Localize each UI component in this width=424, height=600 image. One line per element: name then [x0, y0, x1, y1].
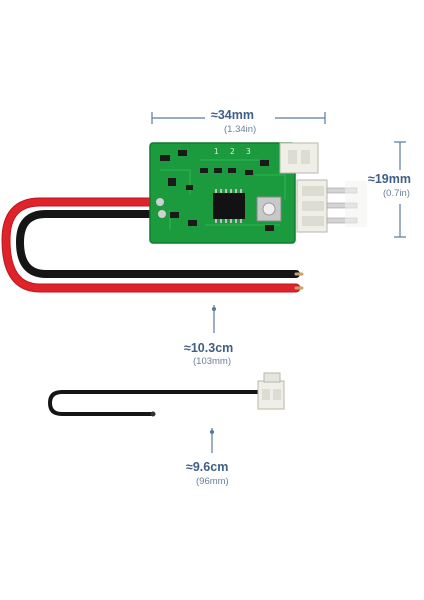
silkscreen-digit-1: 1	[214, 147, 219, 156]
fan-connector-socket	[296, 179, 367, 233]
ic-chip	[213, 193, 245, 219]
board-height-label: ≈19mm	[368, 172, 411, 186]
probe-cable	[47, 390, 264, 417]
silkscreen-digit-3: 3	[246, 147, 251, 156]
board-height-sublabel: (0.7in)	[383, 188, 410, 199]
power-cable-length-sublabel: (103mm)	[193, 356, 232, 367]
probe-connector-socket	[279, 142, 319, 174]
probe-cable-length-label: ≈9.6cm	[186, 460, 229, 474]
board-width-sublabel: (1.34in)	[224, 124, 257, 135]
power-cable-length-label: ≈10.3cm	[184, 341, 234, 355]
board-width-label: ≈34mm	[211, 108, 254, 122]
silkscreen-digit-2: 2	[230, 147, 235, 156]
power-cable	[1, 197, 304, 293]
probe-plug	[257, 372, 285, 410]
pcb-board	[149, 142, 367, 244]
probe-cable-length-sublabel: (96mm)	[196, 476, 229, 487]
